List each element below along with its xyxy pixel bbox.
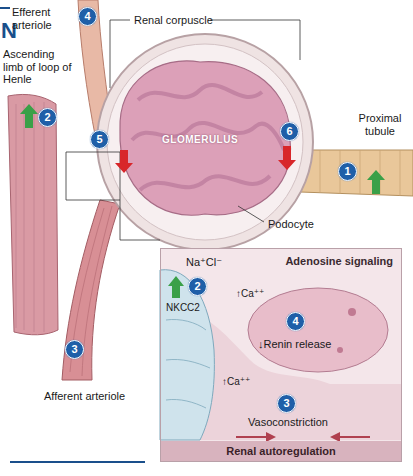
transporter-label: NKCC2 xyxy=(166,302,200,314)
effect-label: ↓Renin release xyxy=(258,338,331,351)
part-label: Proximal tubule xyxy=(350,112,410,137)
callout-number: 3 xyxy=(65,340,84,359)
panel-heading: Adenosine signaling xyxy=(285,255,393,267)
callout-number: 4 xyxy=(78,7,97,26)
ion-label: ↑Ca⁺⁺ xyxy=(236,288,264,300)
band-label: Renal autoregulation xyxy=(161,445,401,457)
part-label: Efferent arteriole xyxy=(12,6,66,31)
effect-label: Vasoconstriction xyxy=(248,416,328,429)
ion-label: Na⁺Cl⁻ xyxy=(186,256,222,269)
part-label: Podocyte xyxy=(268,218,314,231)
callout-number: 1 xyxy=(338,162,357,181)
callout-number: 2 xyxy=(38,108,57,127)
callout-number: 3 xyxy=(277,394,296,413)
part-label: Renal corpuscle xyxy=(134,14,213,27)
callout-number: 6 xyxy=(280,122,299,141)
part-label: Afferent arteriole xyxy=(44,390,125,403)
callout-number: 5 xyxy=(90,130,109,149)
callout-number: 4 xyxy=(286,312,305,331)
part-label: Ascending limb of loop of Henle xyxy=(3,48,73,86)
autoregulation-band: Renal autoregulation xyxy=(161,441,401,461)
ion-label: ↑Ca⁺⁺ xyxy=(222,376,250,388)
structure-label: GLOMERULUS xyxy=(162,134,238,146)
callout-number: 2 xyxy=(188,277,207,296)
